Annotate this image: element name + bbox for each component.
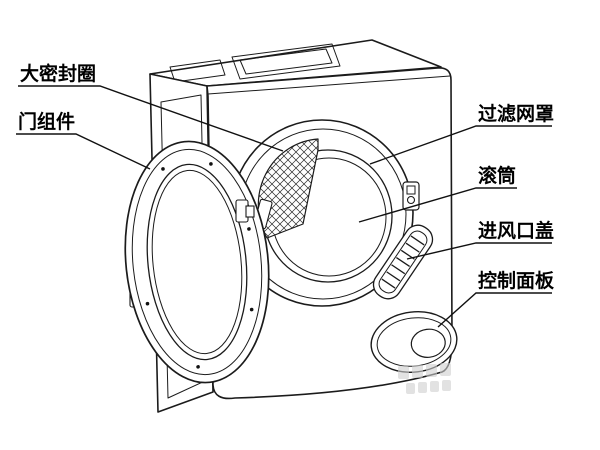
control-knob — [410, 328, 446, 358]
top-recess-small — [169, 59, 226, 83]
label-drum: 滚筒 — [478, 164, 516, 187]
top-recess-large-inner — [239, 48, 333, 75]
leader-line-door-assembly — [16, 133, 151, 170]
door-outer-ring — [124, 140, 270, 384]
leader-line-air-inlet-cover — [406, 242, 552, 260]
label-seal-ring: 大密封圈 — [20, 62, 96, 85]
top-recess-large — [231, 43, 341, 80]
front-panel-top-seam — [207, 75, 451, 95]
watermark — [398, 363, 451, 394]
label-control-panel: 控制面板 — [478, 269, 555, 292]
door-screws — [145, 162, 254, 369]
leader-line-filter-cover — [369, 125, 552, 165]
leader-line-drum — [358, 187, 517, 223]
label-air-inlet-cover: 进风口盖 — [478, 219, 554, 242]
leader-line-control-panel — [437, 292, 552, 328]
door-assembly-drawing — [124, 140, 270, 384]
leader-line-seal-ring — [18, 85, 284, 152]
air-inlet-grille — [372, 224, 434, 300]
door-window-inner — [151, 169, 243, 355]
door-latch-strike — [402, 181, 420, 211]
drum-opening — [230, 119, 414, 307]
callouts: 大密封圈 门组件 过滤网罩 滚筒 进风口盖 控制面板 — [16, 62, 555, 328]
label-filter-cover: 过滤网罩 — [478, 103, 554, 125]
door-ring-inner-line — [131, 148, 263, 376]
door-window-outer — [146, 163, 248, 361]
label-door-assembly: 门组件 — [18, 110, 75, 133]
door-latch-hook — [235, 199, 255, 223]
